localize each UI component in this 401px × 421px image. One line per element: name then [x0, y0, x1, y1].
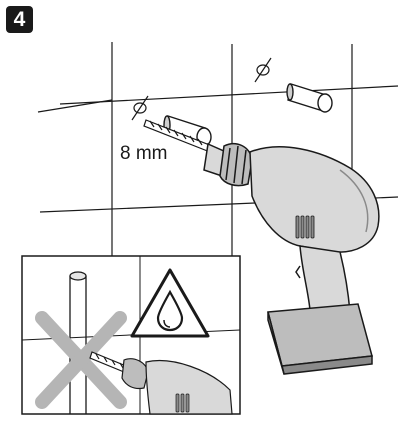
- inset-drill: [89, 351, 233, 415]
- cross-icon: [35, 311, 127, 409]
- warning-inset: [21, 255, 241, 415]
- water-pipe-warning-icon: [130, 268, 210, 338]
- hole-mark-right: [254, 57, 272, 83]
- vent-slots: [295, 215, 315, 239]
- step-number-badge: 4: [6, 6, 33, 33]
- wall-plug-right: [286, 83, 333, 113]
- hole-mark-left: [131, 95, 149, 121]
- drill-icon: [203, 142, 380, 375]
- drill-bit-size-label: 8 mm: [118, 143, 170, 165]
